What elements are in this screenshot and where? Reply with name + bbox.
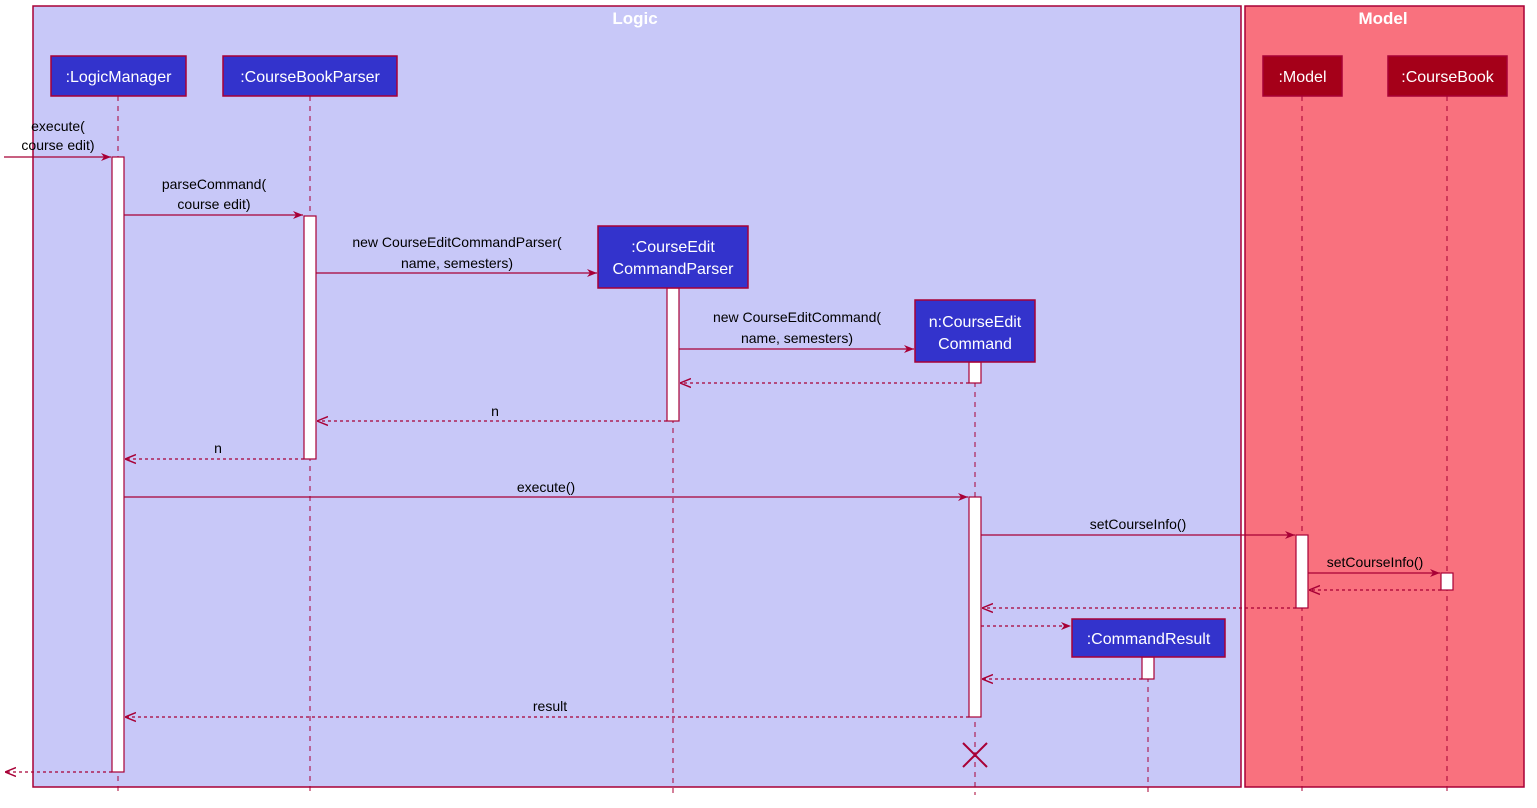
activation-command-result [1141, 656, 1155, 680]
participant-coursebook-parser-label: :CourseBookParser [240, 69, 380, 86]
participant-logic-manager: :LogicManager [50, 55, 187, 97]
activation-model [1295, 534, 1309, 609]
activation-coursebook [1440, 572, 1454, 591]
participant-edit-parser-label-1: :CourseEdit [631, 239, 715, 256]
participant-edit-parser: :CourseEdit CommandParser [597, 225, 749, 289]
participant-logic-manager-label: :LogicManager [66, 69, 173, 86]
msg-result-label: result [533, 698, 567, 714]
participant-edit-parser-label-2: CommandParser [613, 261, 735, 278]
msg-parse-label-1: parseCommand( [162, 176, 267, 192]
activation-edit-command-execute [968, 496, 982, 718]
msg-return-n-parser-label: n [491, 403, 499, 419]
msg-return-n-logic-label: n [214, 440, 222, 456]
model-group: Model [1244, 5, 1525, 788]
participant-model: :Model [1262, 55, 1343, 97]
participant-coursebook-parser: :CourseBookParser [222, 55, 398, 97]
activation-logic-manager [111, 156, 125, 773]
participant-edit-command-label-2: Command [938, 336, 1012, 353]
msg-parse-label-2: course edit) [177, 196, 250, 212]
activations [111, 156, 1454, 773]
participant-model-label: :Model [1278, 69, 1326, 86]
activation-edit-command-init [968, 361, 982, 384]
destroy-x-icon [962, 742, 988, 768]
participant-coursebook-label: :CourseBook [1401, 69, 1494, 86]
participant-command-result: :CommandResult [1071, 618, 1226, 658]
activation-coursebook-parser [303, 215, 317, 460]
participant-coursebook: :CourseBook [1387, 55, 1508, 97]
activation-edit-parser [666, 287, 680, 422]
msg-new-parser-label-2: name, semesters) [401, 255, 513, 271]
msg-execute-in-label-1: execute( [31, 118, 85, 134]
msg-execute-label: execute() [517, 479, 575, 495]
msg-set-model-label: setCourseInfo() [1090, 516, 1186, 532]
logic-group-title: Logic [612, 9, 657, 28]
participant-edit-command: n:CourseEdit Command [914, 299, 1036, 363]
msg-execute-in-label-2: course edit) [21, 137, 94, 153]
participant-edit-command-label-1: n:CourseEdit [929, 314, 1022, 331]
logic-group: Logic [32, 5, 1242, 788]
msg-set-book-label: setCourseInfo() [1327, 554, 1423, 570]
participant-command-result-label: :CommandResult [1087, 631, 1211, 648]
messages [4, 153, 1441, 772]
message-labels: execute( course edit) parseCommand( cour… [21, 118, 1423, 714]
msg-new-command-label-1: new CourseEditCommand( [713, 309, 881, 325]
msg-new-parser-label-1: new CourseEditCommandParser( [352, 234, 562, 250]
model-group-title: Model [1358, 9, 1407, 28]
msg-new-command-label-2: name, semesters) [741, 330, 853, 346]
